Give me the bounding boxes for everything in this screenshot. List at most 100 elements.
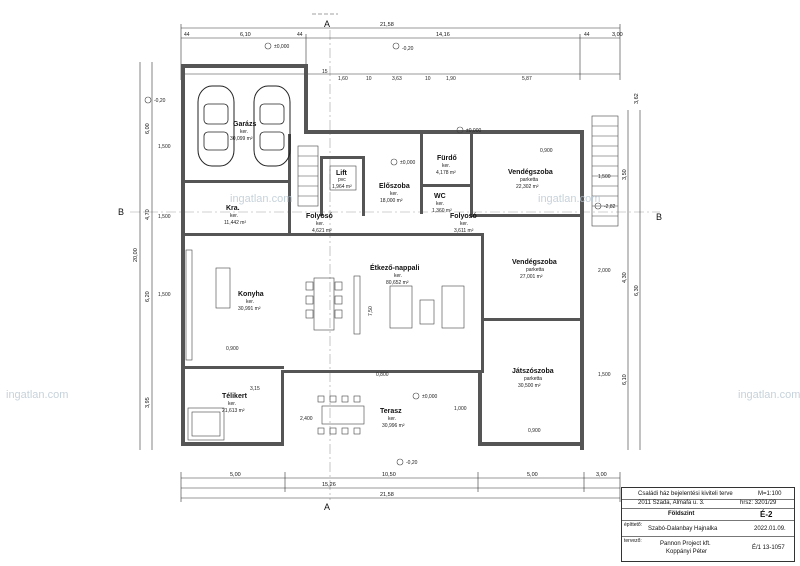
opening-label: 0,900 — [528, 428, 541, 434]
room-lift: Lift pvc 1,964 m² — [329, 165, 357, 191]
room-floor: ker. — [246, 299, 254, 305]
dim-top-mid: 14,16 — [436, 32, 450, 38]
dim-left-b: 4,70 — [145, 209, 151, 220]
room-name: Étkező-nappali — [370, 263, 419, 272]
kitchen-island — [185, 249, 231, 361]
watermark-text: ingatlan.com — [538, 193, 600, 205]
room-name: Játszószoba — [512, 368, 554, 375]
room-name: Előszoba — [379, 183, 410, 190]
room-floor: ker. — [228, 401, 236, 407]
dim-left-total: 20,00 — [133, 248, 139, 262]
room-name: Folyosó — [306, 213, 333, 220]
dim-bot-d: 3,00 — [596, 472, 607, 478]
opening-label: 1,000 — [454, 406, 467, 412]
level-l020-left: -0,20 — [154, 98, 166, 104]
dim-top-190: 1,90 — [446, 76, 456, 82]
opening-label: 1,500 — [158, 144, 171, 150]
level-l000b: ±0,000 — [466, 128, 481, 134]
room-area: 30,099 m² — [230, 136, 253, 142]
opening-label: 1,500 — [598, 372, 611, 378]
room-floor: ker. — [394, 273, 402, 279]
dim-top-total: 21,58 — [380, 22, 394, 28]
jacuzzi — [187, 407, 225, 441]
title-designer-company: Pannon Project kft. — [660, 541, 711, 547]
room-area: 18,000 m² — [380, 198, 403, 204]
title-divider — [622, 520, 794, 521]
dim-top-left: 6,10 — [240, 32, 251, 38]
level-l282: -2,82 — [604, 204, 616, 210]
room-area: 27,001 m² — [520, 274, 543, 280]
room-name: Garázs — [233, 121, 256, 128]
opening-label: 1,500 — [158, 214, 171, 220]
opening-label: 1,500 — [158, 292, 171, 298]
room-kamra: Kra. ker. 11,442 m² — [224, 205, 246, 226]
terrace-table — [317, 395, 365, 435]
room-floor: ker. — [442, 163, 450, 169]
level-l020-top: -0,20 — [402, 46, 414, 52]
exterior-walls — [181, 64, 584, 450]
room-konyha: Konyha ker. 30,991 m² — [238, 291, 264, 312]
dim-top-44c: 44 — [584, 32, 590, 38]
top-dimensions: 21,58 6,10 14,16 3,00 44 44 44 15 1,60 3… — [180, 22, 623, 82]
right-dimensions: 3,62 4,30 6,10 3,50 6,30 — [622, 93, 641, 450]
room-vendeg1: Vendégszoba parketta 22,302 m² — [508, 169, 553, 190]
room-area: 80,652 m² — [386, 280, 409, 286]
room-floor: parketta — [520, 177, 538, 183]
room-etkezo: Étkező-nappali ker. 80,652 m² — [370, 263, 419, 286]
room-floor: pvc — [338, 177, 346, 183]
section-marks: A A B B — [118, 13, 662, 512]
room-area: 3,611 m² — [454, 228, 474, 234]
title-builder: Szabó-Dalanbay Hajnalka — [648, 526, 718, 532]
dim-315: 3,15 — [250, 386, 260, 392]
room-floor: ker. — [240, 129, 248, 135]
opening-label: 2,000 — [598, 268, 611, 274]
room-terasz: Terasz ker. 30,996 m² — [380, 408, 405, 429]
dim-top-363: 3,63 — [392, 76, 402, 82]
dim-top-10b: 10 — [425, 76, 431, 82]
dim-right-a: 3,62 — [634, 93, 640, 104]
room-name: Konyha — [238, 291, 264, 298]
room-floor: ker. — [390, 191, 398, 197]
room-furdo: Fürdő ker. 4,178 m² — [436, 155, 457, 176]
dim-left-d: 3,95 — [145, 397, 151, 408]
dim-top-44a: 44 — [184, 32, 190, 38]
dim-right-d: 3,50 — [622, 169, 628, 180]
title-parcel: hrsz: 3201/29 — [740, 500, 777, 506]
title-drawing-no: É-2 — [760, 510, 773, 519]
title-designer-label: tervező: — [624, 538, 642, 544]
dim-bot-total1: 15,26 — [322, 482, 336, 488]
title-designer-name: Koppányi Péter — [666, 549, 708, 555]
room-jatszo: Játszószoba parketta 30,500 m² — [512, 368, 554, 389]
title-divider — [622, 536, 794, 537]
room-wc: WC ker. 1,360 m² — [432, 193, 452, 214]
room-area: 30,500 m² — [518, 383, 541, 389]
level-l000a: ±0,000 — [274, 44, 289, 50]
car-icon — [197, 85, 235, 167]
room-name: WC — [434, 193, 446, 200]
room-garazs: Garázs ker. 30,099 m² — [230, 121, 256, 142]
room-floor: ker. — [436, 201, 444, 207]
dim-bot-total2: 21,58 — [380, 492, 394, 498]
dim-left-a: 6,00 — [145, 123, 151, 134]
opening-label: 2,400 — [300, 416, 313, 422]
title-scale: M=1:100 — [758, 491, 782, 497]
room-vendeg2: Vendégszoba parketta 27,001 m² — [512, 259, 557, 280]
room-area: 30,996 m² — [382, 423, 405, 429]
section-mark-a-bottom: A — [324, 502, 330, 512]
watermark-text: ingatlan.com — [230, 193, 292, 205]
room-area: 11,442 m² — [224, 220, 246, 226]
car-icon — [253, 85, 291, 167]
room-eloszoba: Előszoba ker. 18,000 m² — [379, 183, 410, 204]
room-area: 1,360 m² — [432, 208, 452, 214]
dim-bot-b: 10,50 — [382, 472, 396, 478]
room-area: 21,613 m² — [222, 408, 245, 414]
dim-top-587: 5,87 — [522, 76, 532, 82]
interior-stairs — [297, 145, 319, 207]
room-floor: parketta — [526, 267, 544, 273]
dim-right-e: 6,30 — [634, 285, 640, 296]
room-folyoso2: Folyosó ker. 3,611 m² — [450, 213, 477, 234]
title-divider — [622, 508, 794, 509]
dim-bot-a: 5,00 — [230, 472, 241, 478]
section-mark-b-left: B — [118, 207, 124, 217]
